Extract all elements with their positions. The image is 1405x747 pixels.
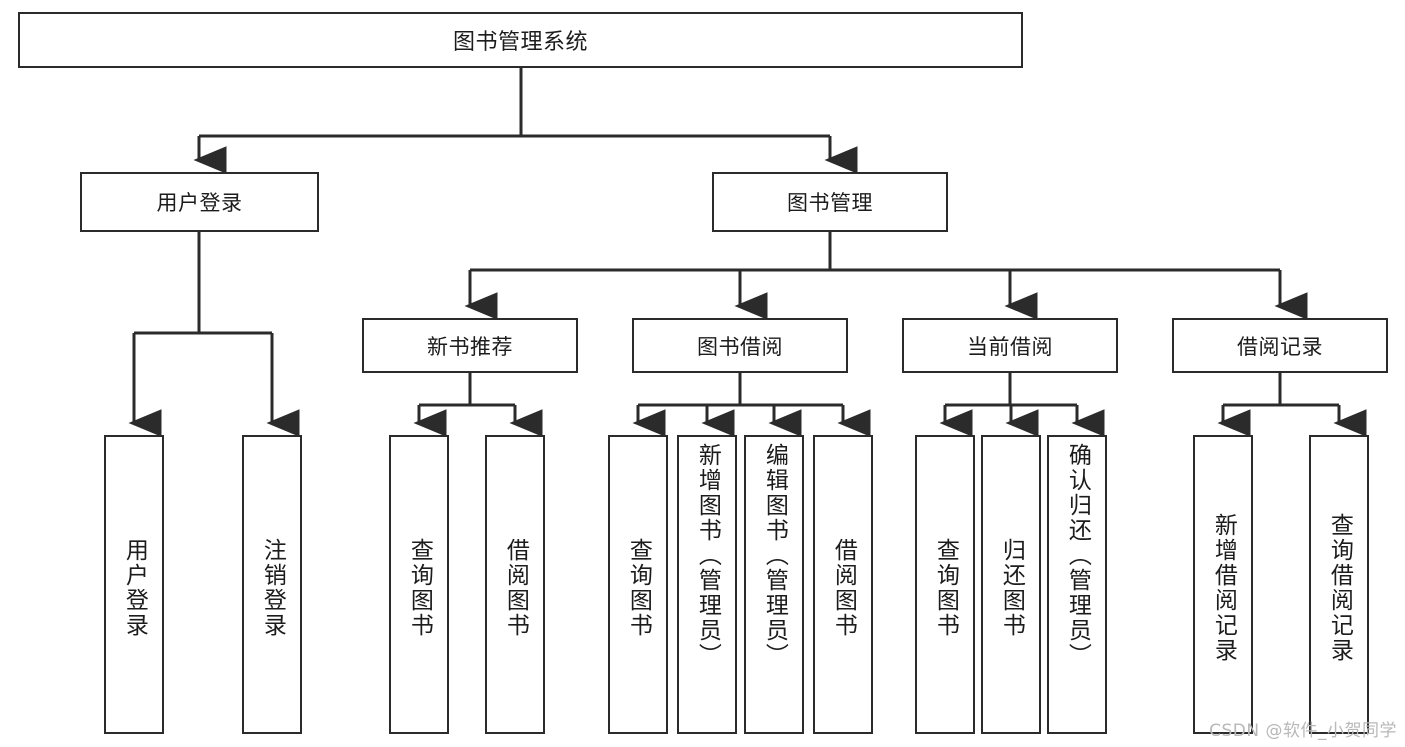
node-label: 图书管理系统 — [452, 30, 588, 55]
leaf-add-book-admin[interactable]: 新增图书（管理员） — [677, 435, 737, 734]
node-label: 新增借阅记录 — [1210, 512, 1237, 663]
node-label: 用户登录 — [156, 191, 243, 215]
node-label: 查询图书 — [406, 537, 433, 638]
leaf-query-borrow-record[interactable]: 查询借阅记录 — [1309, 435, 1369, 734]
leaf-borrow-books[interactable]: 借阅图书 — [813, 435, 873, 734]
node-label: 编辑图书（管理员） — [761, 443, 788, 668]
node-label: 图书管理 — [787, 191, 873, 215]
leaf-query-books-borrow[interactable]: 查询图书 — [608, 435, 668, 734]
node-label: 借阅记录 — [1237, 334, 1323, 359]
leaf-confirm-return-admin[interactable]: 确认归还（管理员） — [1047, 435, 1107, 734]
leaf-query-books-current[interactable]: 查询图书 — [915, 435, 975, 734]
leaf-return-books[interactable]: 归还图书 — [981, 435, 1041, 734]
node-current-borrow[interactable]: 当前借阅 — [902, 318, 1118, 373]
leaf-logout[interactable]: 注销登录 — [242, 435, 302, 734]
node-label: 查询图书 — [932, 537, 959, 638]
leaf-borrow-books-recommend[interactable]: 借阅图书 — [485, 435, 545, 734]
node-book-borrow[interactable]: 图书借阅 — [632, 318, 848, 373]
node-user-login[interactable]: 用户登录 — [80, 172, 319, 232]
node-label: 借阅图书 — [830, 537, 857, 638]
leaf-user-login[interactable]: 用户登录 — [104, 435, 164, 734]
node-label: 用户登录 — [121, 537, 148, 638]
node-label: 确认归还（管理员） — [1064, 443, 1091, 668]
node-label: 注销登录 — [259, 537, 286, 638]
node-book-management[interactable]: 图书管理 — [712, 172, 948, 232]
node-label: 借阅图书 — [502, 537, 529, 638]
node-label: 当前借阅 — [967, 334, 1053, 359]
node-label: 新书推荐 — [427, 334, 513, 359]
node-label: 新增图书（管理员） — [694, 443, 721, 668]
node-root-book-management-system[interactable]: 图书管理系统 — [18, 12, 1023, 68]
leaf-add-borrow-record[interactable]: 新增借阅记录 — [1193, 435, 1253, 734]
node-borrow-record[interactable]: 借阅记录 — [1172, 318, 1388, 373]
node-new-book-recommendation[interactable]: 新书推荐 — [362, 318, 578, 373]
watermark-text: CSDN @软件_小贺同学 — [1209, 721, 1397, 741]
node-label: 查询借阅记录 — [1326, 512, 1353, 663]
leaf-query-books-recommend[interactable]: 查询图书 — [389, 435, 449, 734]
node-label: 归还图书 — [998, 537, 1025, 638]
node-label: 查询图书 — [625, 537, 652, 638]
leaf-edit-book-admin[interactable]: 编辑图书（管理员） — [744, 435, 804, 734]
node-label: 图书借阅 — [697, 334, 783, 359]
